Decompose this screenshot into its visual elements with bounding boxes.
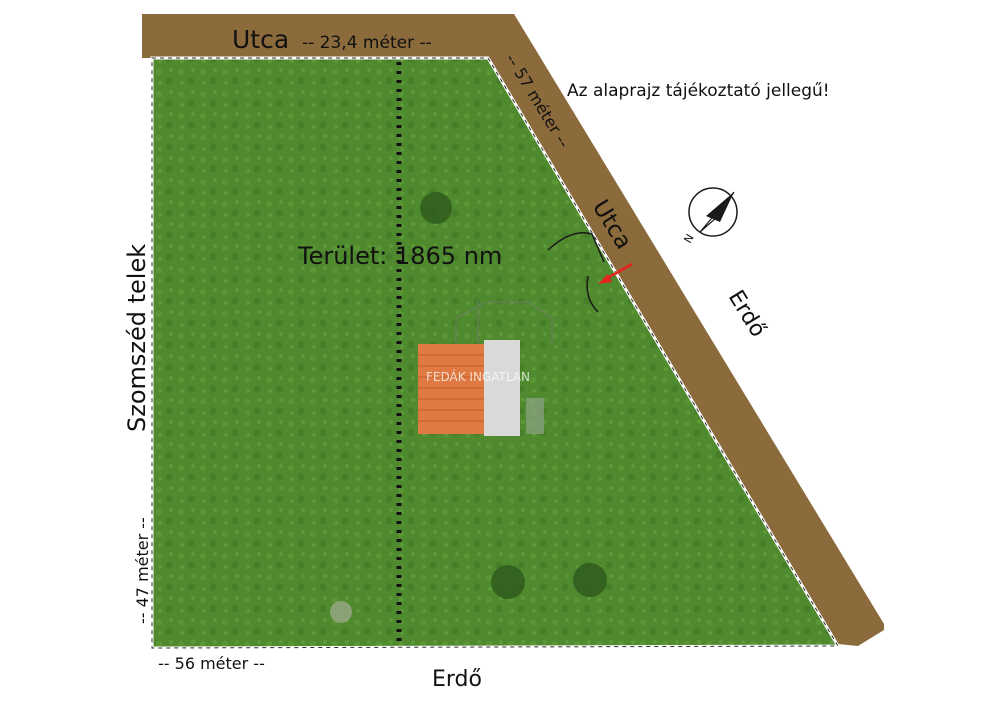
tree-icon [573,563,607,597]
forest-right-label: Erdő [723,286,770,342]
bottom-dimension-label: -- 56 méter -- [158,654,265,673]
lot-boundary [151,57,839,649]
area-label: Terület: 1865 nm [297,242,502,270]
top-road [142,14,514,58]
compass-icon: N [681,187,738,246]
gate-arc [586,275,599,313]
diagonal-road [480,14,884,646]
watermark-text: FEDÁK INGATLAN [426,369,530,384]
neighbor-label: Szomszéd telek [123,244,151,432]
entrance-arrow-head [598,274,612,284]
tree-icon [491,565,525,599]
notice-text: Az alaprajz tájékoztató jellegű! [567,81,830,101]
shrub-icon [330,601,352,623]
gate-arc [547,232,593,251]
forest-bottom-label: Erdő [432,667,482,692]
tree-icon [420,192,452,224]
top-dimension-label: -- 23,4 méter -- [302,33,432,53]
top-street-label: Utca [232,25,289,54]
left-dimension-label: -- 47 méter -- [133,517,152,624]
house-wall [484,340,520,436]
house-roof [418,344,484,434]
compass-n-label: N [681,232,696,246]
